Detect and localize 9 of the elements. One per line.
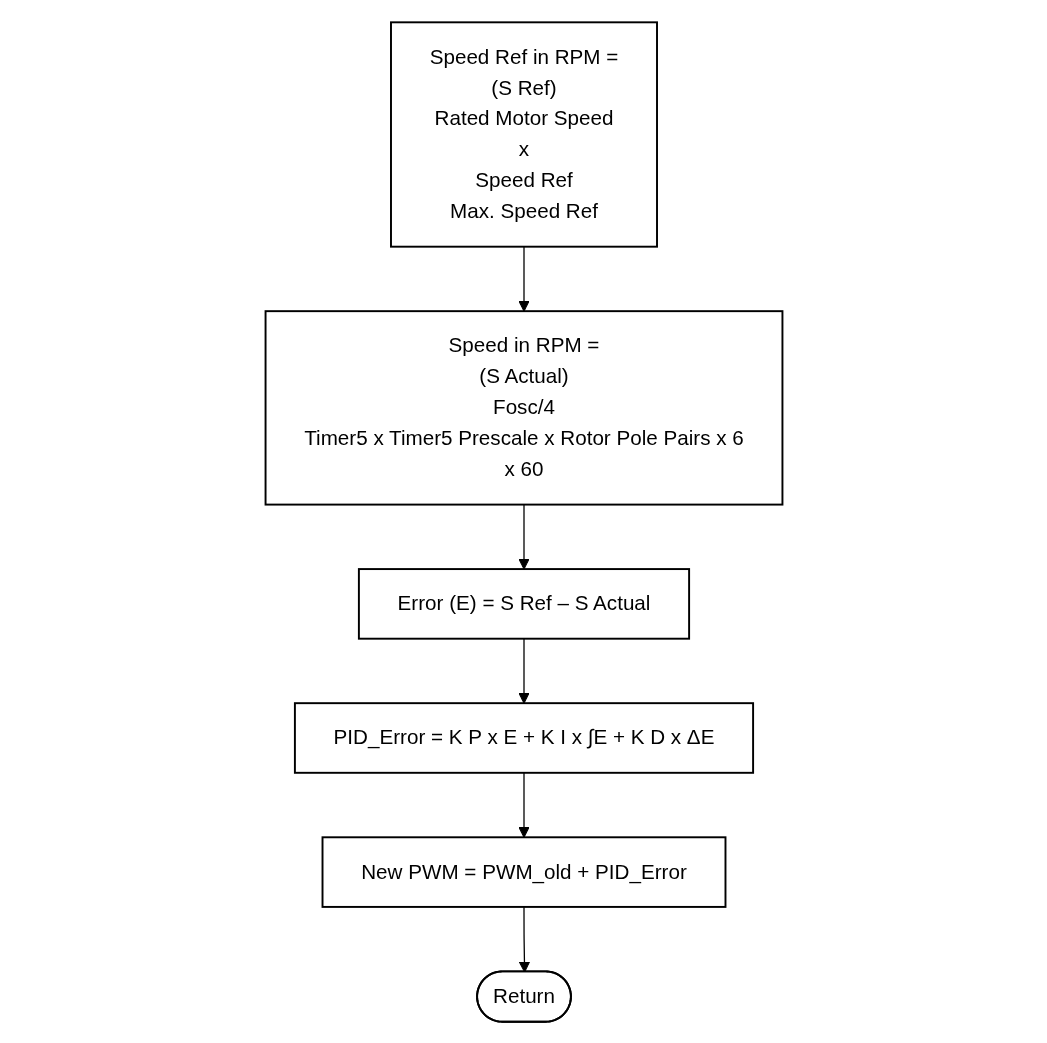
node-box: New PWM = PWM_old + PID_Error <box>321 835 726 908</box>
node-box: PID_Error = K P x E + K I x ∫E + K D x ΔE <box>293 701 754 774</box>
node-box: Speed Ref in RPM = (S Ref) Rated Motor Speed x Speed Ref Max. Speed Ref <box>389 20 658 248</box>
arrow <box>517 637 530 704</box>
arrow <box>517 771 530 838</box>
arrow <box>517 503 530 570</box>
arrow <box>517 245 530 312</box>
node-box: Error (E) = S Ref – S Actual <box>357 567 690 640</box>
node-box: Speed in RPM = (S Actual) Fosc/4 Timer5 x Timer5 Prescale x Rotor Pole Pairs x 6 x 60 <box>264 309 783 506</box>
